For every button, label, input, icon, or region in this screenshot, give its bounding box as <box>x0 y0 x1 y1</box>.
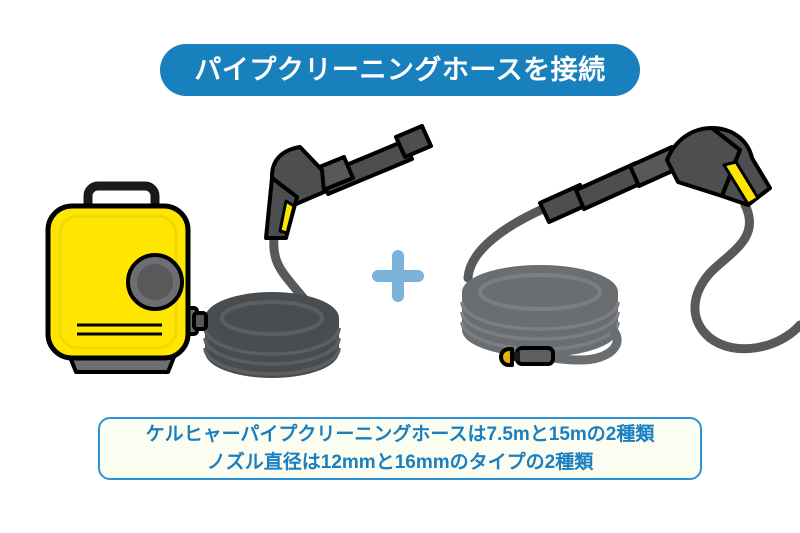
pipe-cleaning-nozzle <box>499 346 555 367</box>
hose-coil-to-gun-right <box>463 203 550 283</box>
spray-gun-right <box>538 126 772 224</box>
plus-icon <box>372 250 424 302</box>
hose-coil-left <box>203 292 341 378</box>
caption-line-1: ケルヒャーパイプクリーニングホースは7.5mと15mの2種類 <box>145 423 655 445</box>
hose-gun-right-loop <box>690 200 800 354</box>
hose-coil-right <box>460 265 622 365</box>
caption-box: ケルヒャーパイプクリーニングホースは7.5mと15mの2種類 ノズル直径は12m… <box>98 417 702 480</box>
title-banner: パイプクリーニングホースを接続 <box>160 44 640 96</box>
caption-line-2: ノズル直径は12mmと16mmのタイプの2種類 <box>206 451 594 473</box>
pressure-washer <box>45 181 208 374</box>
page-title: パイプクリーニングホースを接続 <box>194 54 606 85</box>
spray-gun-left <box>264 124 433 240</box>
